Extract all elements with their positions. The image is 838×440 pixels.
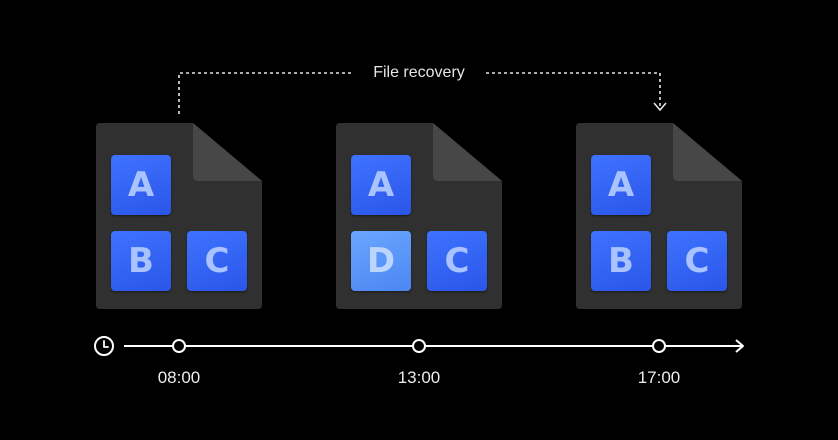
block-b: B — [591, 231, 651, 291]
timeline-point-17-00 — [652, 339, 666, 353]
block-a: A — [591, 155, 651, 215]
time-label: 08:00 — [157, 368, 201, 387]
block-c: C — [427, 231, 487, 291]
recovery-arrowhead — [653, 102, 667, 112]
file-17-00: A B C — [576, 123, 742, 309]
clock-icon — [94, 336, 114, 356]
file-13-00: A D C — [336, 123, 502, 309]
timeline-arrowhead — [735, 339, 744, 353]
block-b: B — [111, 231, 171, 291]
block-c: C — [667, 231, 727, 291]
timeline-point-13-00 — [412, 339, 426, 353]
block-d-changed: D — [351, 231, 411, 291]
block-c: C — [187, 231, 247, 291]
block-a: A — [111, 155, 171, 215]
file-08-00: A B C — [96, 123, 262, 309]
time-label: 13:00 — [397, 368, 441, 387]
timeline-point-08-00 — [172, 339, 186, 353]
time-label: 17:00 — [637, 368, 681, 387]
recovery-label: File recovery — [354, 62, 484, 84]
recovery-path — [178, 72, 661, 114]
block-a: A — [351, 155, 411, 215]
